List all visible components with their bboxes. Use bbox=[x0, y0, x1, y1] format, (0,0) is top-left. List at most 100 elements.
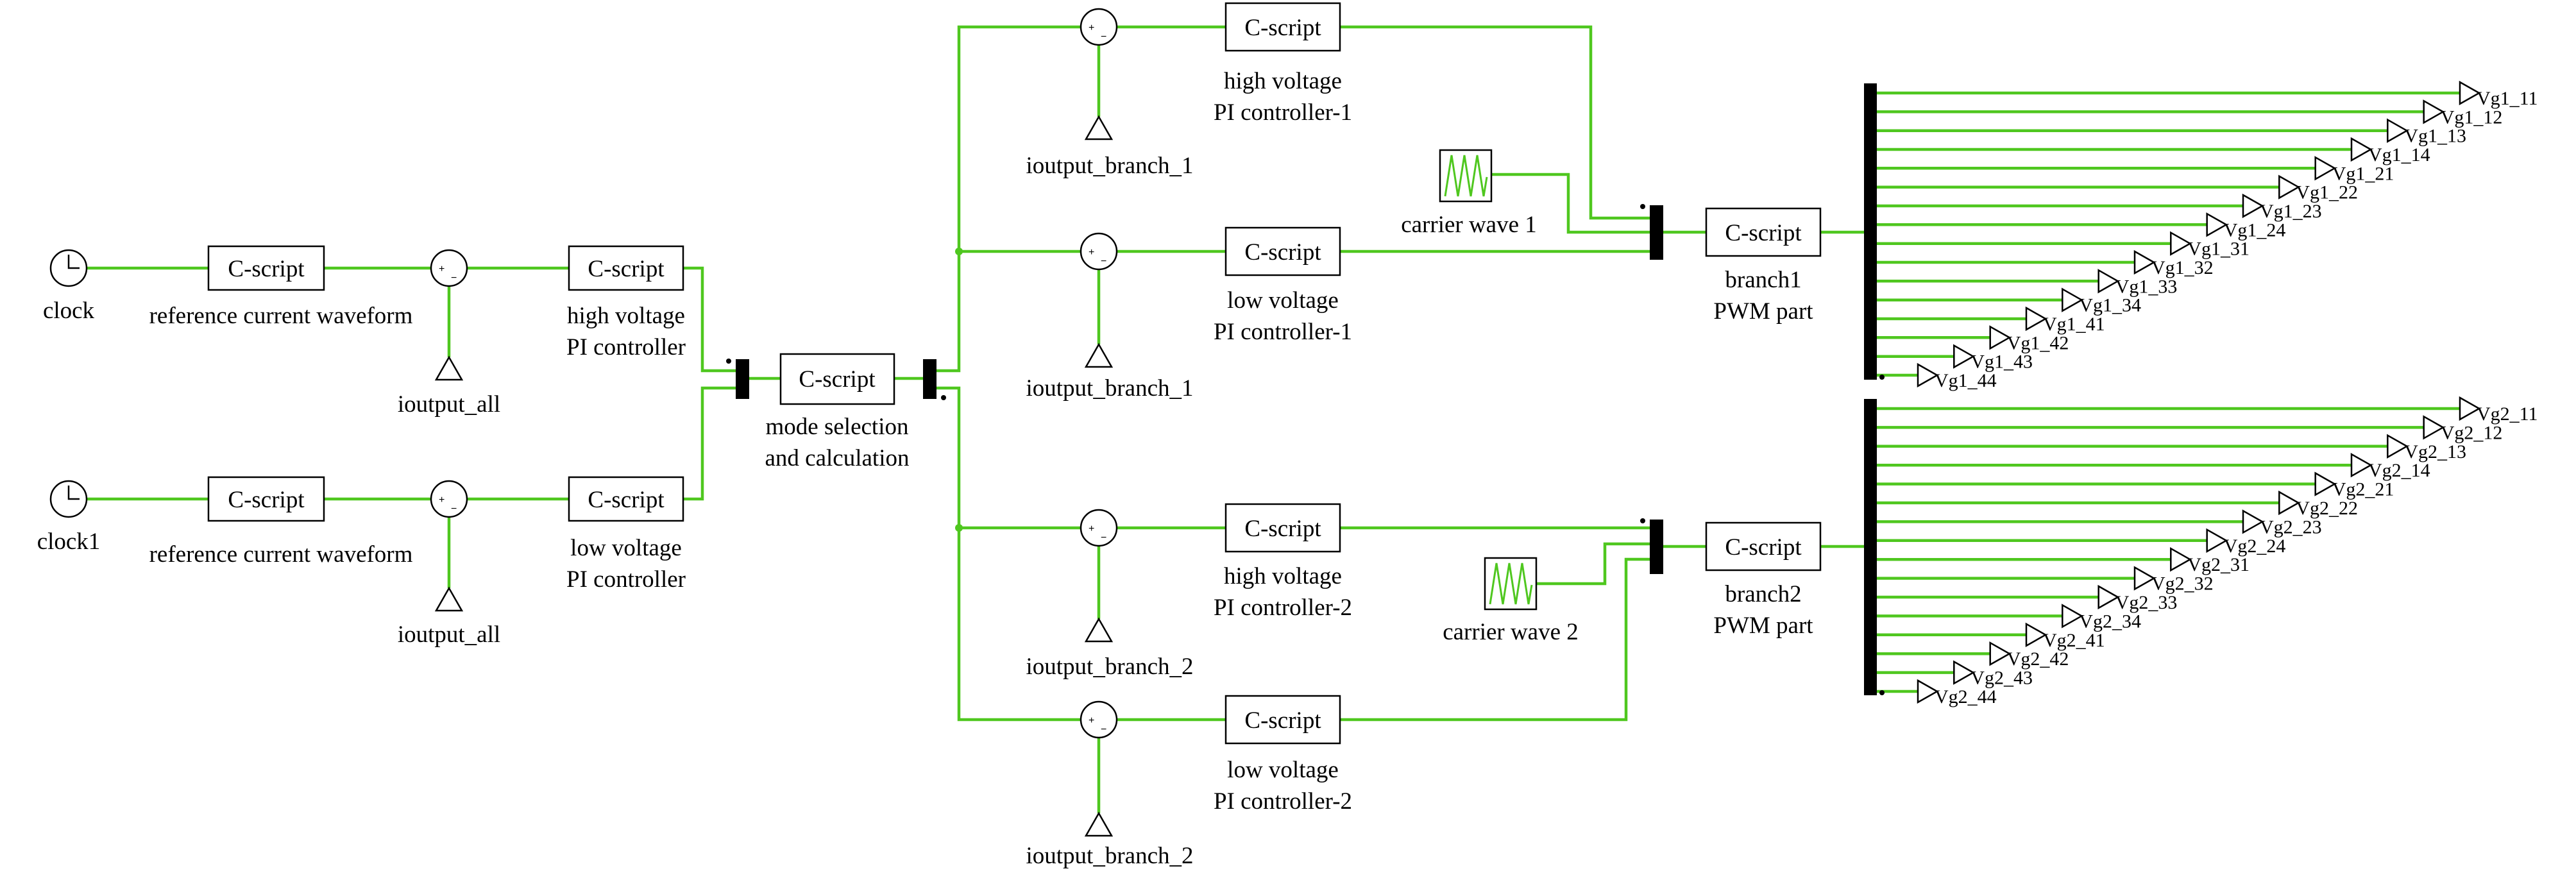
gain-triangle-icon[interactable] bbox=[2459, 396, 2481, 421]
sum-junction-icon[interactable]: + − bbox=[1080, 700, 1118, 739]
lv-pi2-label-2: PI controller-2 bbox=[1214, 788, 1352, 815]
gain-triangle-icon[interactable] bbox=[1989, 641, 2012, 666]
svg-text:+: + bbox=[1089, 22, 1094, 33]
cscript-block-lv-pi[interactable]: C-script bbox=[568, 476, 684, 522]
wire-lvpi2-to-mux2 bbox=[1340, 557, 1650, 722]
svg-text:−: − bbox=[1101, 724, 1106, 735]
gate-output-label: Vg1_34 bbox=[2079, 295, 2141, 316]
wire-lvpi-to-mux bbox=[683, 386, 736, 501]
gain-triangle-icon[interactable] bbox=[1953, 660, 1975, 685]
gain-triangle-icon[interactable] bbox=[2170, 547, 2192, 572]
pwm1-label-1: branch1 bbox=[1725, 267, 1801, 293]
sum-junction-icon[interactable]: + − bbox=[430, 249, 468, 287]
wire-hvpi1-to-mux1 bbox=[1340, 25, 1650, 220]
gate-output-label: Vg2_22 bbox=[2296, 498, 2358, 519]
gain-triangle-icon[interactable] bbox=[2278, 490, 2300, 516]
gain-triangle-icon[interactable] bbox=[1953, 344, 1975, 369]
current-probe-icon[interactable] bbox=[434, 586, 464, 612]
gain-triangle-icon[interactable] bbox=[2459, 80, 2481, 106]
current-probe-icon[interactable] bbox=[1084, 342, 1114, 368]
gain-triangle-icon[interactable] bbox=[2242, 509, 2264, 534]
lv-pi1-label-2: PI controller-1 bbox=[1214, 319, 1352, 345]
gate-output-label: Vg1_14 bbox=[2368, 144, 2430, 165]
mux-bar-icon[interactable] bbox=[923, 359, 946, 400]
cscript-block-pwm1[interactable]: C-script bbox=[1705, 207, 1822, 257]
gain-triangle-icon[interactable] bbox=[2097, 269, 2120, 294]
cscript-block-ref-bottom[interactable]: C-script bbox=[207, 476, 325, 522]
ioutput-branch2-label-b: ioutput_branch_2 bbox=[1026, 843, 1193, 869]
output-fan-1 bbox=[1877, 91, 2460, 377]
gain-triangle-icon[interactable] bbox=[2423, 99, 2445, 124]
demux-bar-icon[interactable] bbox=[1864, 83, 1885, 380]
gain-triangle-icon[interactable] bbox=[1989, 325, 2012, 350]
sum-junction-icon[interactable]: + − bbox=[1080, 8, 1118, 46]
gain-triangle-icon[interactable] bbox=[2387, 118, 2409, 143]
block-label: C-script bbox=[799, 366, 876, 393]
gate-output-label: Vg2_41 bbox=[2043, 630, 2105, 651]
sum-junction-icon[interactable]: + − bbox=[430, 480, 468, 518]
cscript-block-mode[interactable]: C-script bbox=[779, 353, 895, 405]
gain-triangle-icon[interactable] bbox=[2133, 249, 2156, 275]
ioutput-all-label-bottom: ioutput_all bbox=[398, 622, 500, 648]
mux-bar-icon[interactable] bbox=[726, 359, 749, 399]
carrier-wave-icon[interactable] bbox=[1484, 557, 1538, 611]
gain-triangle-icon[interactable] bbox=[2062, 604, 2083, 629]
gate-output-label: Vg1_21 bbox=[2332, 163, 2394, 184]
block-label: C-script bbox=[1725, 534, 1802, 561]
gain-triangle-icon[interactable] bbox=[2062, 287, 2083, 312]
block-label: C-script bbox=[588, 487, 665, 513]
gain-triangle-icon[interactable] bbox=[2350, 137, 2373, 162]
gain-triangle-icon[interactable] bbox=[2170, 231, 2192, 256]
gate-output-label: Vg2_24 bbox=[2224, 536, 2286, 557]
current-probe-icon[interactable] bbox=[434, 355, 464, 381]
cscript-block-lv-pi-2[interactable]: C-script bbox=[1224, 695, 1341, 745]
gate-output-label: Vg2_34 bbox=[2079, 611, 2141, 632]
gain-triangle-icon[interactable] bbox=[2314, 156, 2337, 181]
current-probe-icon[interactable] bbox=[1084, 617, 1114, 643]
block-label: C-script bbox=[588, 256, 665, 282]
gain-triangle-icon[interactable] bbox=[2350, 453, 2373, 478]
cscript-block-pwm2[interactable]: C-script bbox=[1705, 521, 1822, 571]
gain-triangle-icon[interactable] bbox=[1917, 362, 1939, 388]
cscript-block-hv-pi-1[interactable]: C-script bbox=[1224, 2, 1341, 52]
wire-demux-bus-bottom bbox=[936, 386, 1081, 722]
hv-pi-label-2: PI controller bbox=[566, 334, 686, 360]
cscript-block-lv-pi-1[interactable]: C-script bbox=[1224, 226, 1341, 276]
gate-output-label: Vg2_44 bbox=[1935, 686, 1997, 707]
gain-triangle-icon[interactable] bbox=[2387, 434, 2409, 459]
cscript-block-hv-pi[interactable]: C-script bbox=[568, 245, 684, 291]
gain-triangle-icon[interactable] bbox=[2206, 212, 2228, 237]
ioutput-branch1-label-a: ioutput_branch_1 bbox=[1026, 153, 1193, 179]
sum-junction-icon[interactable]: + − bbox=[1080, 509, 1118, 547]
sum-junction-icon[interactable]: + − bbox=[1080, 232, 1118, 271]
cscript-block-hv-pi-2[interactable]: C-script bbox=[1224, 503, 1341, 553]
carrier-wave-icon[interactable] bbox=[1439, 149, 1493, 203]
mux-bar-icon[interactable] bbox=[1640, 518, 1663, 574]
cscript-block-ref-top[interactable]: C-script bbox=[207, 245, 325, 291]
gain-triangle-icon[interactable] bbox=[2242, 193, 2264, 219]
clock1-label: clock1 bbox=[37, 529, 101, 555]
current-probe-icon[interactable] bbox=[1084, 115, 1114, 140]
gate-output-label: Vg2_42 bbox=[2007, 648, 2069, 670]
gain-triangle-icon[interactable] bbox=[2025, 622, 2047, 647]
gain-triangle-icon[interactable] bbox=[2423, 415, 2445, 440]
block-label: C-script bbox=[228, 256, 305, 282]
current-probe-icon[interactable] bbox=[1084, 811, 1114, 837]
pwm2-label-2: PWM part bbox=[1713, 613, 1813, 639]
gate-output-label: Vg2_12 bbox=[2441, 422, 2503, 443]
gain-triangle-icon[interactable] bbox=[2025, 306, 2047, 332]
demux-bar-icon[interactable] bbox=[1864, 399, 1885, 695]
mux-bar-icon[interactable] bbox=[1640, 204, 1663, 260]
wire-carrier2-to-mux2 bbox=[1536, 542, 1650, 586]
svg-text:+: + bbox=[1089, 715, 1094, 726]
clock-icon bbox=[49, 249, 88, 287]
gain-triangle-icon[interactable] bbox=[2097, 584, 2120, 610]
lv-pi1-label-1: low voltage bbox=[1227, 287, 1339, 314]
gain-triangle-icon[interactable] bbox=[1917, 679, 1939, 704]
gain-triangle-icon[interactable] bbox=[2206, 528, 2228, 553]
gain-triangle-icon[interactable] bbox=[2133, 566, 2156, 591]
gain-triangle-icon[interactable] bbox=[2278, 174, 2300, 199]
carrier2-label: carrier wave 2 bbox=[1443, 619, 1579, 645]
gain-triangle-icon[interactable] bbox=[2314, 471, 2337, 496]
